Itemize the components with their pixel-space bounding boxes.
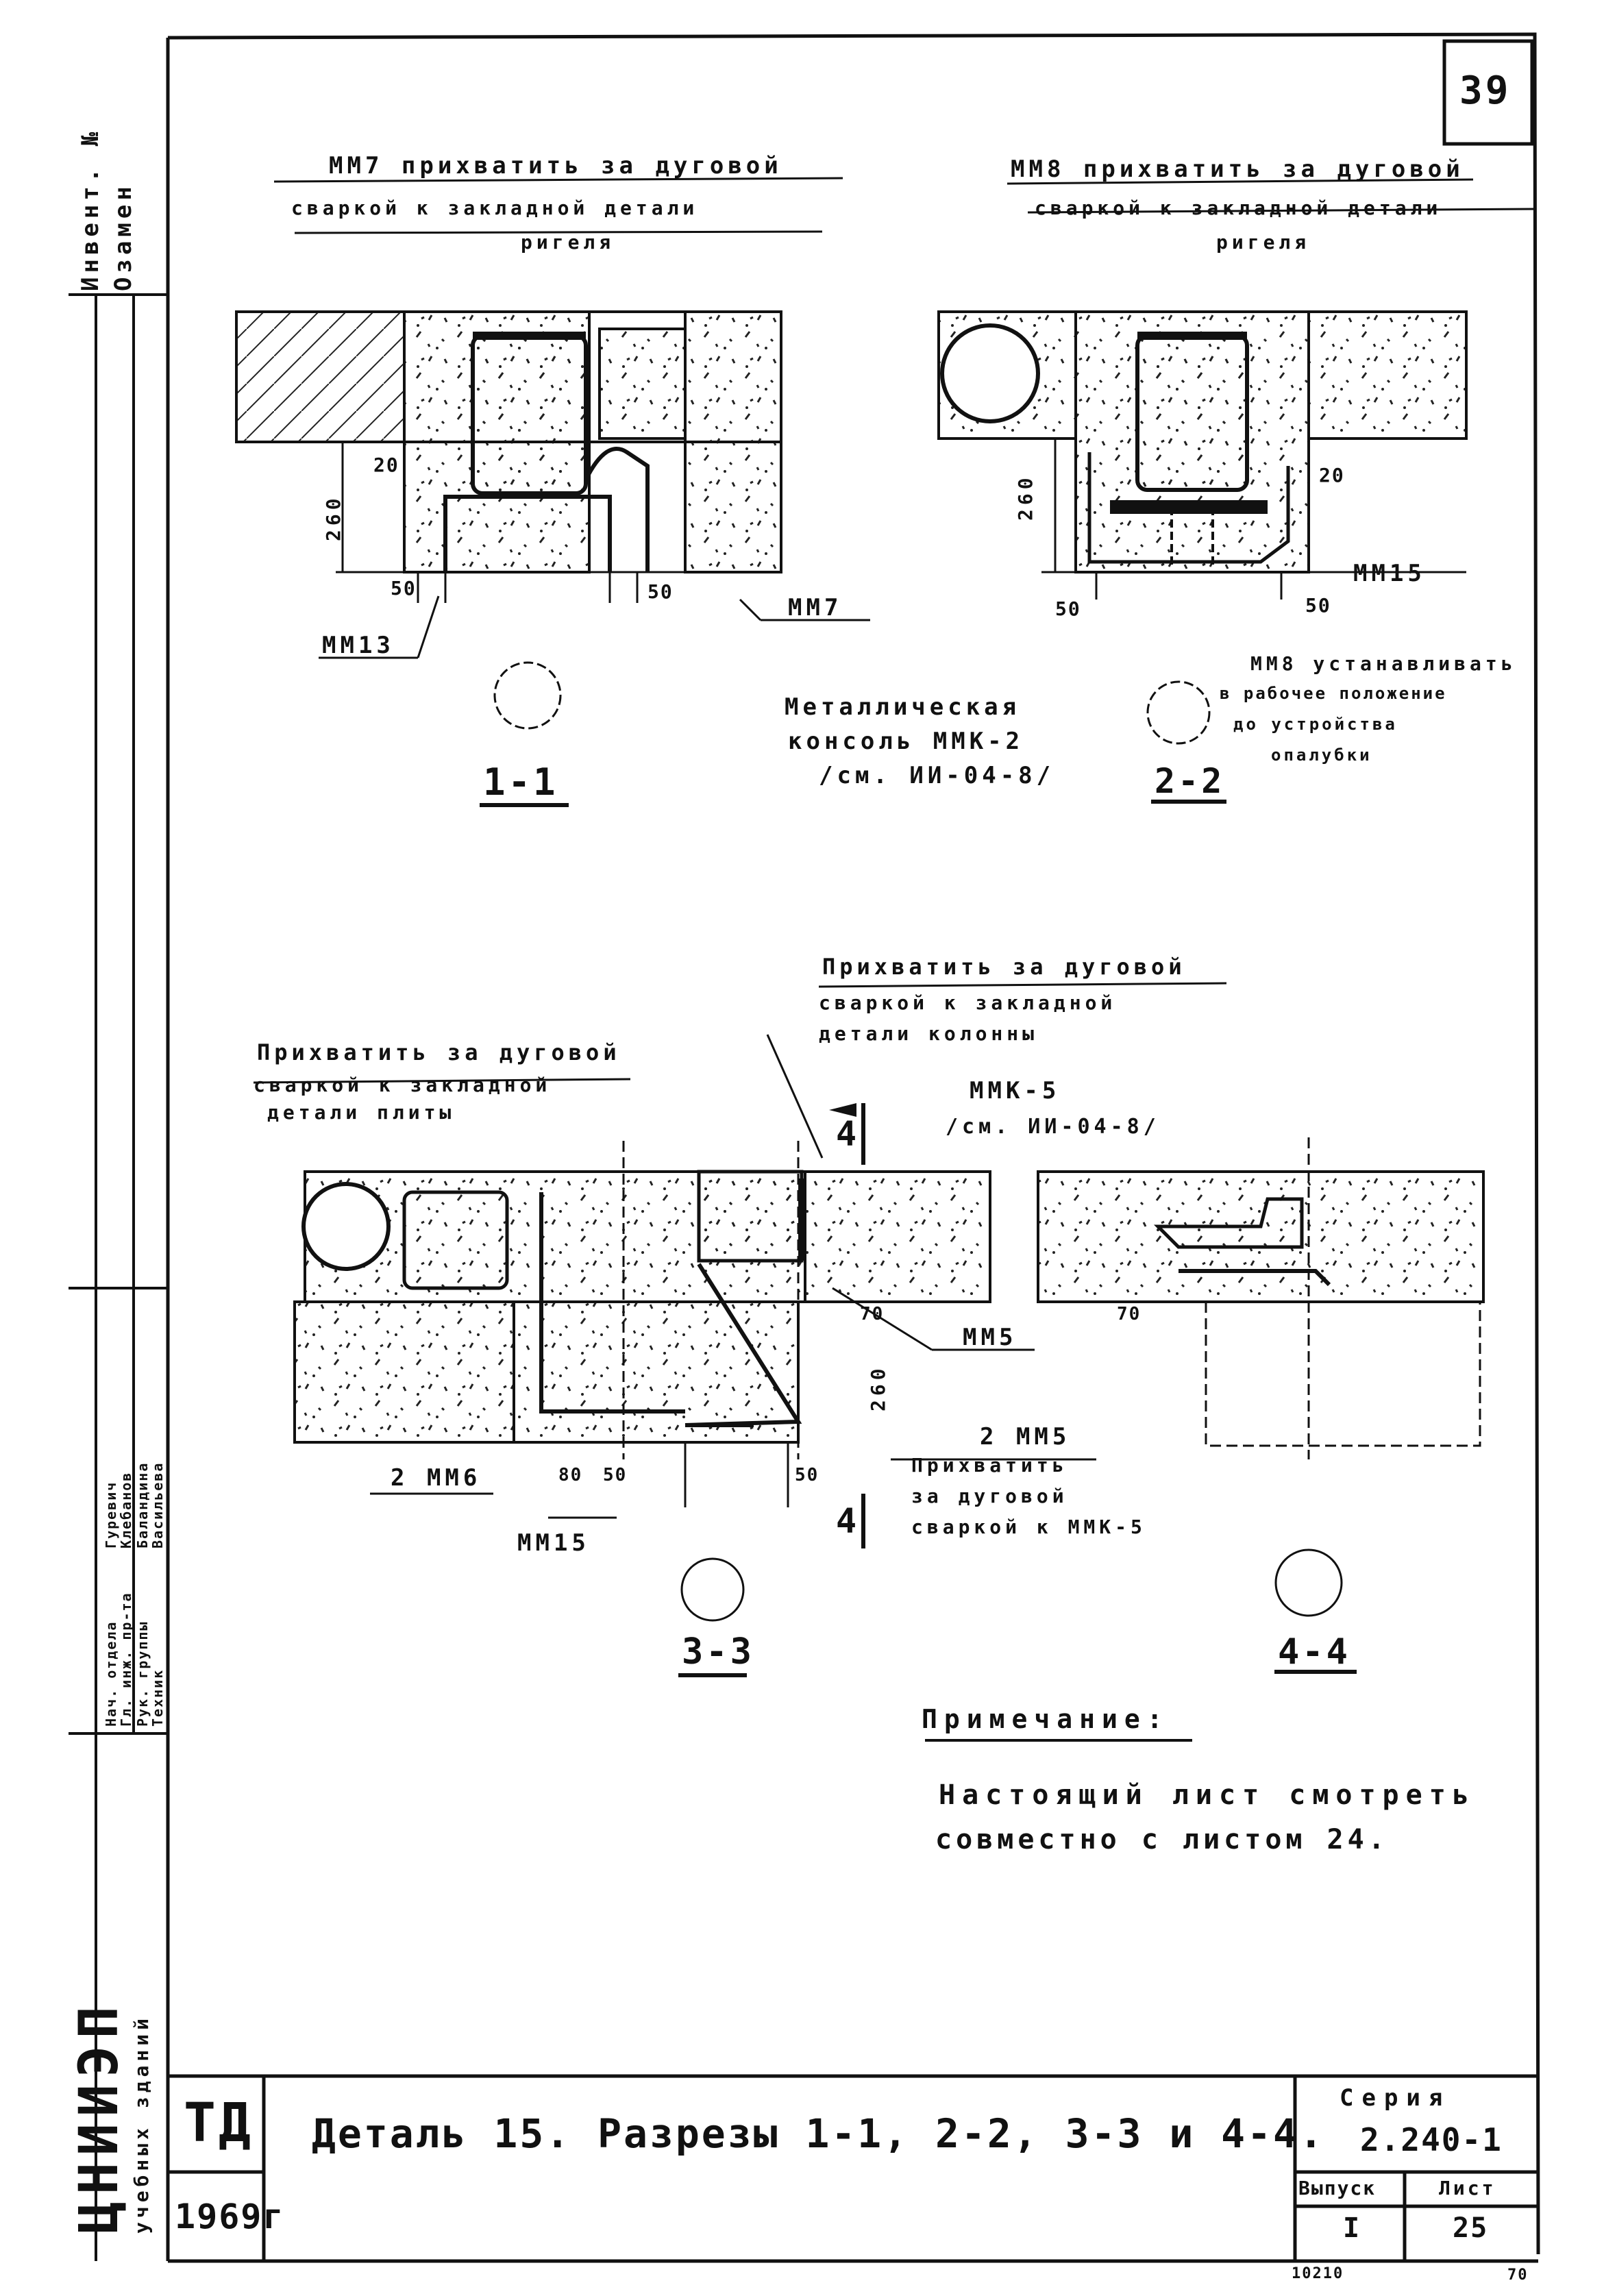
s3-dim-70b: 70 (1117, 1304, 1142, 1324)
s3-top-line2: сваркой к закладной (819, 991, 1117, 1014)
name-3: Баландина (134, 1461, 151, 1548)
s3-dim-70a: 70 (860, 1304, 885, 1324)
s3-dim-50b: 50 (795, 1465, 819, 1485)
s1-mark-right: ММ7 (788, 594, 843, 621)
section-label-1-1: 1-1 (483, 761, 558, 804)
console-line2: консоль ММК-2 (788, 728, 1024, 755)
inv-number-label: Инвент. № (77, 127, 104, 291)
s3-left-line3: детали плиты (267, 1101, 456, 1124)
section-1-1-drawing (235, 177, 870, 807)
s2-install-line1: ММ8 устанавливать (1250, 652, 1517, 675)
section-2-2-drawing (937, 178, 1535, 804)
name-2: Клебанов (118, 1471, 134, 1548)
s3-weld-line1: Прихватить (911, 1454, 1068, 1477)
section-3-3-drawing (253, 982, 1227, 1677)
remark-line2: совместно с листом 24. (935, 1824, 1389, 1855)
role-3: Рук. группы (134, 1620, 151, 1727)
name-4: Васильева (149, 1461, 166, 1548)
s1-title-line2: сваркой к закладной детали (291, 197, 699, 219)
s1-dim-50-left: 50 (391, 577, 417, 600)
issue-value: I (1343, 2212, 1364, 2244)
sheet-label: Лист (1439, 2177, 1496, 2199)
institute-sub: учебных зданий (130, 2014, 153, 2234)
s3-top-line3: детали колонны (819, 1022, 1039, 1045)
s2-dim-50-left: 50 (1055, 597, 1081, 620)
s3-dim-260: 260 (867, 1364, 889, 1411)
inv-sub-label: Озамен (110, 182, 137, 291)
console-line1: Металлическая (785, 693, 1021, 721)
s2-title-line1: ММ8 прихватить за дуговой (1011, 156, 1464, 183)
s3-two-mm6: 2 ММ6 (391, 1464, 482, 1492)
footer-num: 70 (1507, 2267, 1529, 2284)
s1-dim-50-right: 50 (647, 580, 674, 603)
s3-left-line1: Прихватить за дуговой (257, 1039, 621, 1065)
s3-mmk: ММК-5 (970, 1077, 1061, 1104)
sheet-frame (166, 32, 1540, 2263)
s2-title-line2: сваркой к закладной детали (1035, 197, 1442, 219)
title-year: 1969г (175, 2197, 285, 2236)
s3-mm15: ММ15 (517, 1529, 590, 1557)
series-value: 2.240-1 (1360, 2121, 1503, 2158)
role-2: Гл. инж. пр-та (118, 1592, 134, 1727)
s3-dim-80: 80 (558, 1465, 583, 1485)
section-4-4-drawing (1037, 1137, 1485, 1674)
s1-title-line1: ММ7 прихватить за дуговой (329, 152, 782, 180)
name-1: Гуревич (103, 1481, 119, 1548)
cut-mark-top: 4 (836, 1114, 861, 1154)
s1-title-line3: ригеля (521, 231, 615, 254)
cut-mark-bottom: 4 (836, 1501, 861, 1541)
side-panel-lines (69, 293, 168, 2261)
sheet-title: Деталь 15. Разрезы 1-1, 2-2, 3-3 и 4-4. (312, 2110, 1325, 2157)
section-label-4-4: 4-4 (1278, 1631, 1350, 1672)
section-label-3-3: 3-3 (682, 1631, 754, 1672)
s1-dim-20: 20 (373, 454, 399, 476)
s2-mark-right: ММ15 (1353, 560, 1426, 587)
institute-name: ЦНИИЭП (69, 1999, 130, 2234)
s2-install-line3: до устройства (1233, 715, 1398, 734)
issue-label: Выпуск (1298, 2177, 1377, 2199)
s2-install-line2: в рабочее положение (1220, 684, 1447, 703)
s3-left-line2: сваркой к закладной (254, 1074, 552, 1096)
s2-dim-50-right: 50 (1305, 594, 1331, 617)
title-td: ТД (184, 2093, 254, 2154)
s3-weld-line2: за дуговой (911, 1485, 1068, 1507)
remark-line1: Настоящий лист смотреть (939, 1779, 1476, 1811)
title-block-lines (168, 2074, 1538, 2261)
series-label: Серия (1340, 2084, 1451, 2112)
s2-dim-20: 20 (1319, 464, 1345, 486)
s3-weld-line3: сваркой к ММК-5 (911, 1516, 1146, 1538)
s2-dim-height: 260 (1014, 473, 1037, 521)
s3-two-mm5: 2 ММ5 (980, 1423, 1071, 1451)
remark-title: Примечание: (922, 1704, 1170, 1734)
s2-install-line4: опалубки (1271, 745, 1372, 765)
s3-top-line1: Прихватить за дуговой (822, 954, 1186, 980)
role-4: Техник (149, 1668, 166, 1727)
console-line3: /см. ИИ-04-8/ (819, 762, 1055, 789)
s3-dim-50a: 50 (603, 1465, 628, 1485)
sheet-number: 39 (1459, 69, 1512, 113)
s1-mark-bottom: ММ13 (322, 632, 395, 659)
footer-code: 10210 (1292, 2265, 1344, 2282)
s1-dim-height: 260 (322, 494, 345, 541)
s3-mm5: ММ5 (963, 1324, 1017, 1351)
sheet-value: 25 (1453, 2212, 1489, 2244)
role-1: Нач. отдела (103, 1620, 119, 1727)
sheet-number-box (1442, 39, 1534, 146)
section-label-2-2: 2-2 (1155, 761, 1225, 801)
s3-mmk-ref: /см. ИИ-04-8/ (946, 1115, 1160, 1139)
s2-title-line3: ригеля (1216, 231, 1311, 254)
